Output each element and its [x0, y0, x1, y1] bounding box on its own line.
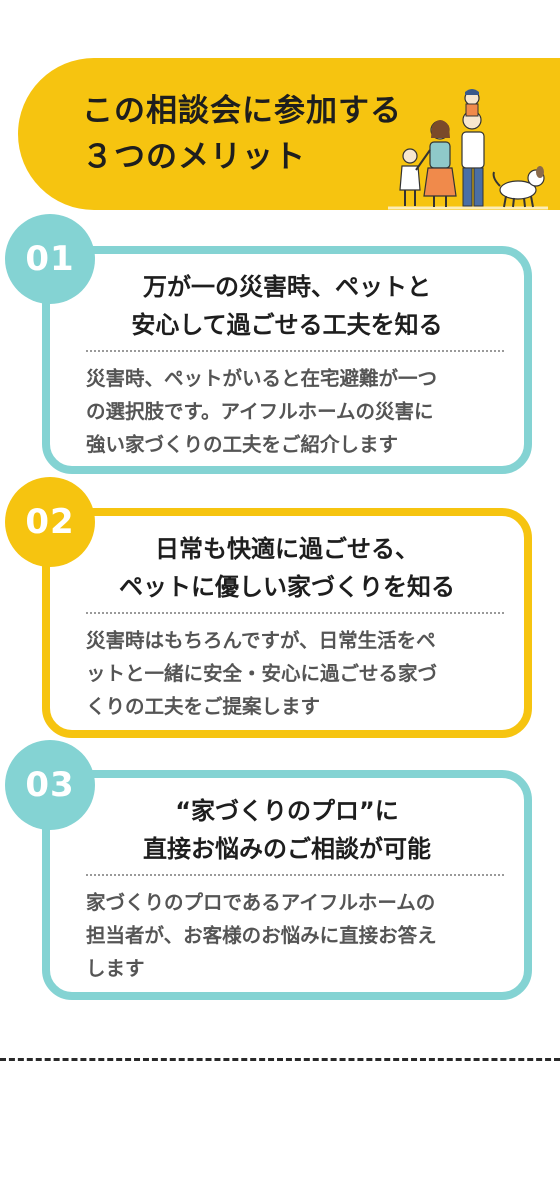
- merit-card-body: 災害時、ペットがいると在宅避難が一つ の選択肢です。アイフルホームの災害に 強い…: [86, 362, 512, 461]
- page-title-line-2: ３つのメリット: [82, 139, 306, 175]
- merit-body-line-1: 災害時はもちろんですが、日常生活をペ: [86, 629, 436, 652]
- merit-body-line-3: くりの工夫をご提案します: [86, 695, 321, 718]
- merit-heading-line-2: 安心して過ごせる工夫を知る: [131, 311, 443, 339]
- merit-card-1: 万が一の災害時、ペットと 安心して過ごせる工夫を知る 災害時、ペットがいると在宅…: [42, 246, 532, 474]
- merit-body-line-2: 担当者が、お客様のお悩みに直接お答え: [86, 924, 437, 947]
- dotted-divider: [86, 612, 504, 614]
- dotted-divider: [86, 350, 504, 352]
- merit-heading-line-2: 直接お悩みのご相談が可能: [143, 835, 431, 863]
- page-title: この相談会に参加する ３つのメリット: [82, 88, 402, 180]
- merit-card-3: “家づくりのプロ”に 直接お悩みのご相談が可能 家づくりのプロであるアイフルホー…: [42, 770, 532, 1000]
- merit-heading-line-1: 日常も快適に過ごせる、: [155, 535, 419, 563]
- dashed-separator: [0, 1058, 560, 1061]
- merit-card-2: 日常も快適に過ごせる、 ペットに優しい家づくりを知る 災害時はもちろんですが、日…: [42, 508, 532, 738]
- dotted-divider: [86, 874, 504, 876]
- merit-heading-line-1: “家づくりのプロ”に: [175, 797, 399, 825]
- merit-card-heading: “家づくりのプロ”に 直接お悩みのご相談が可能: [50, 792, 524, 868]
- page-title-line-1: この相談会に参加する: [82, 93, 402, 129]
- merit-heading-line-2: ペットに優しい家づくりを知る: [119, 573, 455, 601]
- merit-body-line-1: 災害時、ペットがいると在宅避難が一つ: [86, 367, 438, 390]
- merit-card-body: 災害時はもちろんですが、日常生活をペ ットと一緒に安全・安心に過ごせる家づ くり…: [86, 624, 512, 723]
- merit-body-line-1: 家づくりのプロであるアイフルホームの: [86, 891, 436, 914]
- merit-number-badge-1: 01: [5, 214, 95, 304]
- merit-body-line-3: します: [86, 957, 145, 980]
- family-with-dog-illustration-icon: [388, 89, 548, 210]
- merit-body-line-3: 強い家づくりの工夫をご紹介します: [86, 433, 399, 456]
- merit-card-heading: 日常も快適に過ごせる、 ペットに優しい家づくりを知る: [50, 530, 524, 606]
- merit-number-badge-2: 02: [5, 477, 95, 567]
- merit-heading-line-1: 万が一の災害時、ペットと: [143, 273, 431, 301]
- merit-body-line-2: の選択肢です。アイフルホームの災害に: [86, 400, 434, 423]
- merit-card-body: 家づくりのプロであるアイフルホームの 担当者が、お客様のお悩みに直接お答え しま…: [86, 886, 512, 985]
- merit-card-heading: 万が一の災害時、ペットと 安心して過ごせる工夫を知る: [50, 268, 524, 344]
- merit-body-line-2: ットと一緒に安全・安心に過ごせる家づ: [86, 662, 438, 685]
- merit-number-badge-3: 03: [5, 740, 95, 830]
